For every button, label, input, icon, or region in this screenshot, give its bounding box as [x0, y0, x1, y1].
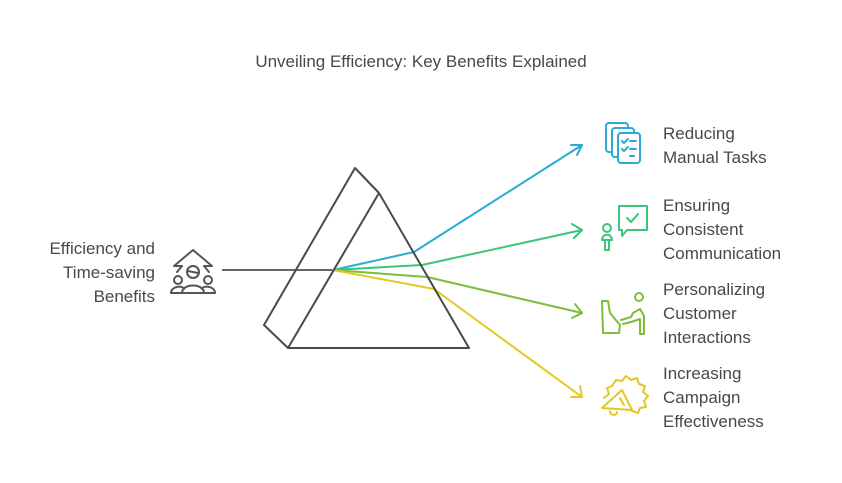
output-label-campaign-effectiveness: Increasing Campaign Effectiveness	[663, 362, 764, 434]
label-line: Customer	[663, 304, 737, 323]
arrowhead-icon	[570, 385, 583, 398]
diagram-title: Unveiling Efficiency: Key Benefits Expla…	[255, 52, 587, 71]
label-line: Manual Tasks	[663, 148, 767, 167]
team-growth-arrow-icon	[170, 249, 216, 294]
person-chat-check-icon	[601, 205, 648, 251]
label-line: Interactions	[663, 328, 751, 347]
ray-consistent-communication	[332, 229, 583, 271]
source-label: Efficiency and Time-saving Benefits	[20, 237, 155, 309]
source-label-line: Efficiency and	[49, 239, 155, 258]
label-line: Reducing	[663, 124, 735, 143]
megaphone-badge-icon	[601, 375, 649, 416]
arrowhead-icon	[571, 223, 583, 239]
arrowhead-icon	[570, 144, 583, 156]
checklist-documents-icon	[605, 122, 641, 164]
label-line: Increasing	[663, 364, 742, 383]
output-label-consistent-communication: Ensuring Consistent Communication	[663, 194, 781, 266]
label-line: Communication	[663, 244, 782, 263]
arrowhead-icon	[571, 303, 583, 319]
prism	[263, 167, 470, 349]
label-line: Effectiveness	[663, 412, 764, 431]
source-label-line: Time-saving	[63, 263, 155, 282]
source-label-line: Benefits	[93, 287, 155, 306]
output-label-personalizing-interactions: Personalizing Customer Interactions	[663, 278, 765, 350]
label-line: Ensuring	[663, 196, 731, 215]
person-serving-icon	[601, 292, 645, 335]
ray-campaign-effectiveness	[332, 269, 583, 398]
label-line: Personalizing	[663, 280, 766, 299]
output-label-reducing-manual-tasks: Reducing Manual Tasks	[663, 122, 767, 170]
label-line: Consistent	[663, 220, 744, 239]
label-line: Campaign	[663, 388, 741, 407]
